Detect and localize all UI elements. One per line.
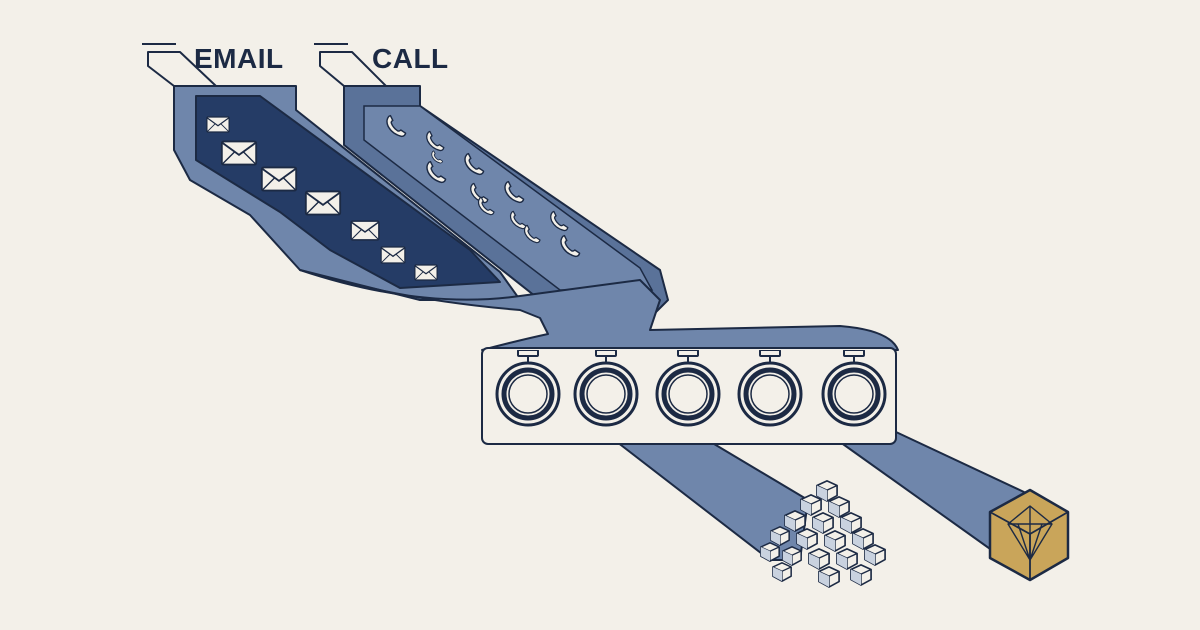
gem-cube-icon (988, 488, 1070, 582)
envelope-icon (260, 166, 298, 192)
envelope-icon (206, 116, 230, 133)
call-label: CALL (372, 43, 449, 74)
merged-stream (299, 269, 899, 351)
envelope-icon (414, 264, 438, 281)
envelope-icon (304, 190, 342, 216)
envelope-icon (380, 246, 406, 264)
email-label: EMAIL (194, 43, 284, 74)
email-channel (173, 85, 521, 301)
processor-box (481, 347, 897, 445)
envelope-icon (350, 220, 380, 241)
call-label-tab: CALL (314, 43, 449, 87)
call-channel (343, 85, 669, 321)
envelope-icon (220, 140, 258, 166)
email-label-tab: EMAIL (142, 43, 284, 87)
